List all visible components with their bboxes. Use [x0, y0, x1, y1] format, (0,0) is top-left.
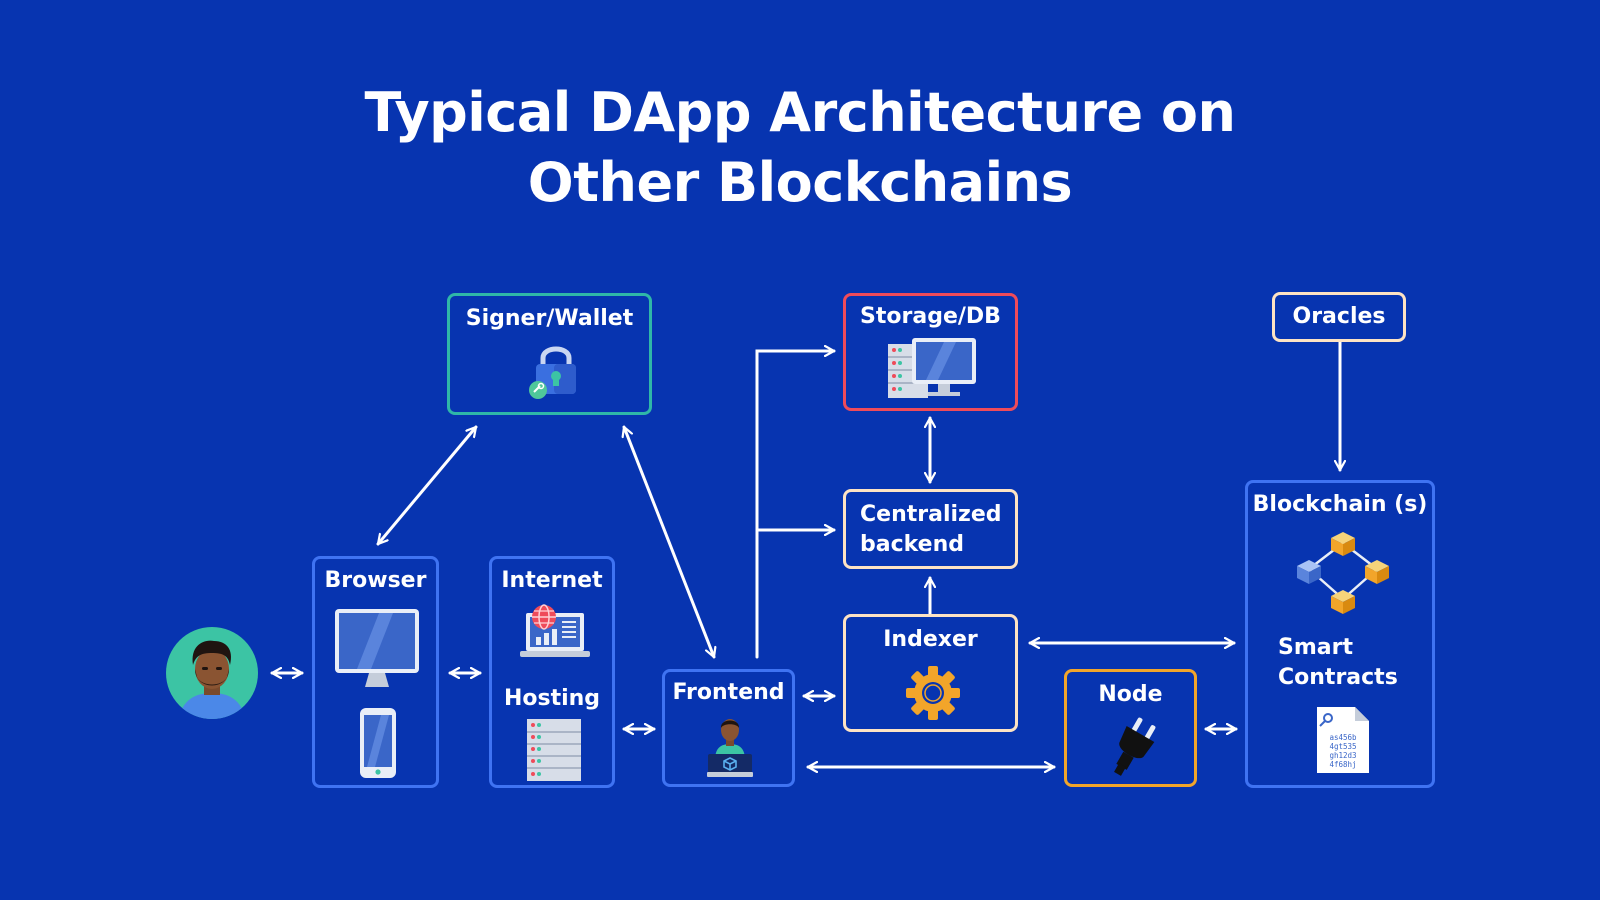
padlock-icon — [529, 346, 576, 399]
contract-hash-lines: as456b 4gt535 gh12d3 4f68hj — [1315, 733, 1371, 769]
server-rack-icon — [527, 719, 581, 781]
contract-document-icon: as456b 4gt535 gh12d3 4f68hj — [1315, 705, 1371, 775]
backend-label-line-1: Centralized — [860, 502, 1002, 527]
contract-hash-line: 4gt535 — [1329, 742, 1357, 751]
contract-hash-line: 4f68hj — [1329, 760, 1357, 769]
browser-label: Browser — [324, 568, 427, 593]
wallet-label: Signer/Wallet — [465, 306, 634, 331]
developer-icon — [707, 719, 753, 777]
wallet-node[interactable]: Signer/Wallet — [447, 293, 652, 415]
gear-icon — [906, 666, 960, 720]
smart-contracts-line-2: Contracts — [1278, 665, 1398, 690]
blockchain-label: Blockchain (s) — [1252, 492, 1428, 517]
smart-contracts-label: Smart Contracts — [1278, 633, 1398, 693]
storage-label: Storage/DB — [860, 304, 1001, 329]
internet-node[interactable]: Internet Hosting — [489, 556, 615, 788]
internet-label: Internet — [501, 568, 603, 593]
node-label: Node — [1098, 682, 1163, 707]
contract-hash-line: gh12d3 — [1329, 751, 1357, 760]
frontend-node[interactable]: Frontend — [662, 669, 795, 787]
frontend-label: Frontend — [672, 680, 785, 705]
indexer-label: Indexer — [883, 627, 978, 652]
edge-frontend-wallet — [624, 425, 714, 659]
phone-icon — [360, 708, 396, 778]
globe-laptop-icon — [520, 604, 590, 657]
oracles-node[interactable]: Oracles — [1272, 292, 1406, 342]
title-line-1: Typical DApp Architecture on — [364, 81, 1236, 144]
storage-node[interactable]: Storage/DB — [843, 293, 1018, 411]
edge-browser-wallet — [376, 425, 478, 546]
oracles-label: Oracles — [1292, 304, 1386, 329]
plug-icon — [1114, 717, 1156, 776]
title-line-2: Other Blockchains — [527, 151, 1073, 214]
backend-label: Centralized backend — [860, 500, 1002, 560]
indexer-node[interactable]: Indexer — [843, 614, 1018, 732]
backend-node[interactable]: Centralized backend — [843, 489, 1018, 569]
blockchain-node[interactable]: Blockchain (s) Smart Contracts as456b 4g… — [1245, 480, 1435, 788]
backend-label-line-2: backend — [860, 532, 965, 557]
node-node[interactable]: Node — [1064, 669, 1197, 787]
contract-hash-line: as456b — [1329, 733, 1357, 742]
edge-frontend-storage — [755, 351, 836, 659]
diagram-title: Typical DApp Architecture on Other Block… — [0, 78, 1600, 218]
monitor-icon — [335, 609, 419, 687]
blocks-network-icon — [1297, 532, 1389, 614]
smart-contracts-line-1: Smart — [1278, 635, 1353, 660]
user-avatar-icon — [166, 627, 258, 719]
server-monitor-icon — [888, 338, 976, 398]
browser-node[interactable]: Browser — [312, 556, 439, 788]
hosting-label: Hosting — [503, 686, 601, 711]
